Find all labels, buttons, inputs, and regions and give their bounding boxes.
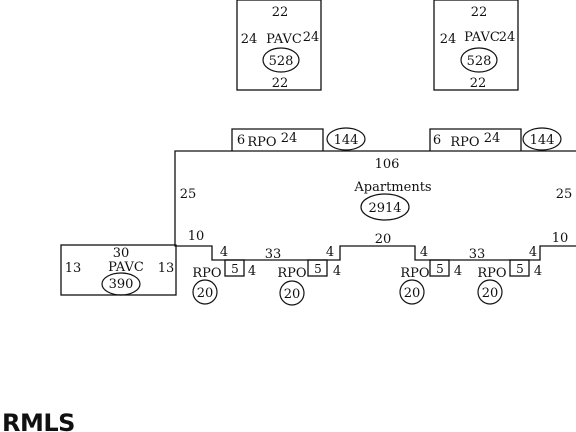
rpo-porch-left-side-dim: 6: [237, 133, 245, 148]
dim-10-left: 10: [188, 229, 205, 244]
rpo-stoop-2-area-circle: [279, 280, 305, 306]
rpo-stoop-3-label: RPO: [400, 266, 429, 281]
rpo-stoop-1-depth: 4: [248, 264, 256, 279]
pavc-left: 30 13 PAVC 13 390: [60, 244, 177, 296]
pavc-left-label: PAVC: [108, 260, 144, 275]
rpo-stoop-1-outline: [224, 259, 245, 277]
pavc-left-area: 390: [109, 277, 134, 292]
rpo-stoop-1-label: RPO: [192, 266, 221, 281]
rpo-stoop-3-depth: 4: [454, 264, 462, 279]
rpo-stoop-3-area-circle: [399, 279, 425, 305]
dim-33-b: 33: [469, 247, 486, 262]
rpo-porch-left-outline: [231, 128, 324, 151]
rpo-porch-right-label: RPO: [450, 135, 479, 150]
pavc-left-area-ellipse: [101, 272, 141, 296]
rpo-porch-left-area-ellipse: [326, 127, 366, 151]
rpo-stoop-3: 5 4 RPO 20: [399, 259, 462, 305]
rpo-stoop-1: 5 4 RPO 20: [192, 259, 256, 305]
pavc-top-left-bottom-dim: 22: [272, 76, 289, 91]
rpo-porch-left: 6 RPO 24 144: [231, 127, 366, 151]
rpo-stoop-1-area: 20: [197, 286, 214, 301]
rpo-stoop-3-outline: [429, 259, 450, 277]
pavc-top-left-left-dim: 24: [241, 32, 258, 47]
rpo-porch-right-outline: [429, 128, 522, 151]
pavc-top-right-bottom-dim: 22: [470, 76, 487, 91]
dim-10-right: 10: [552, 231, 569, 246]
pavc-top-right-right-dim: 24: [499, 30, 516, 45]
apartments-top-dim: 106: [375, 157, 400, 172]
rpo-stoop-2-area: 20: [284, 287, 301, 302]
apartments-label: Apartments: [353, 180, 431, 195]
pavc-top-left-area-ellipse: [262, 47, 300, 73]
pavc-top-left: 22 24 PAVC 24 528 22: [236, 0, 322, 91]
apartments-area: 2914: [368, 201, 401, 216]
apartments-outline: [174, 150, 576, 261]
pavc-left-right-dim: 13: [158, 261, 175, 276]
rpo-stoop-1-width: 5: [231, 262, 239, 276]
rpo-stoop-4-label: RPO: [477, 266, 506, 281]
rpo-porch-left-area: 144: [334, 133, 359, 148]
rpo-stoop-1-area-circle: [192, 279, 218, 305]
rpo-porch-left-top-dim: 24: [281, 131, 298, 146]
pavc-top-left-top-dim: 22: [272, 5, 289, 20]
rpo-stoop-2-depth: 4: [333, 264, 341, 279]
rpo-stoop-4-depth: 4: [534, 264, 542, 279]
dim-33-a: 33: [265, 247, 282, 262]
rpo-stoop-4-area: 20: [482, 286, 499, 301]
pavc-top-right-area: 528: [467, 54, 492, 69]
rpo-stoop-4-area-circle: [477, 279, 503, 305]
dim-4-d: 4: [529, 245, 537, 260]
rpo-stoop-2: 5 4 RPO 20: [277, 259, 341, 306]
rmls-logo: RMLS: [2, 409, 75, 432]
pavc-top-left-area: 528: [269, 54, 294, 69]
pavc-top-left-outline: [236, 0, 322, 91]
apartments-mid-dim: 20: [375, 232, 392, 247]
rpo-porch-right-side-dim: 6: [433, 133, 441, 148]
apartments-left-dim: 25: [180, 187, 197, 202]
rpo-stoop-2-outline: [307, 259, 328, 277]
rpo-stoop-3-width: 5: [436, 262, 444, 276]
apartments: 106 Apartments 2914 25 25 20: [174, 150, 576, 261]
rpo-porch-left-label: RPO: [247, 135, 276, 150]
rpo-porch-right-area-ellipse: [522, 127, 562, 151]
apartments-right-dim: 25: [556, 187, 573, 202]
pavc-top-right-outline: [433, 0, 519, 91]
pavc-top-right-top-dim: 22: [471, 5, 488, 20]
pavc-left-left-dim: 13: [65, 261, 82, 276]
rpo-porch-right-top-dim: 24: [484, 131, 501, 146]
dim-4-a: 4: [220, 245, 228, 260]
bottom-dimensions: 10 4 33 4 4 33 4 10: [188, 229, 569, 262]
rpo-porch-right-area: 144: [530, 133, 555, 148]
pavc-top-left-label: PAVC: [266, 32, 302, 47]
rpo-stoop-3-area: 20: [404, 286, 421, 301]
rpo-stoop-4-width: 5: [516, 262, 524, 276]
rpo-stoop-4: 5 4 RPO 20: [477, 259, 542, 305]
rpo-stoop-4-outline: [509, 259, 530, 277]
pavc-top-right-area-ellipse: [460, 47, 498, 73]
pavc-top-right-label: PAVC: [464, 30, 500, 45]
apartments-area-ellipse: [360, 193, 410, 221]
pavc-top-right: 22 24 PAVC 24 528 22: [433, 0, 519, 91]
pavc-left-top-dim: 30: [113, 246, 130, 261]
rpo-stoop-2-width: 5: [314, 262, 322, 276]
rpo-stoop-2-label: RPO: [277, 266, 306, 281]
pavc-top-right-left-dim: 24: [440, 32, 457, 47]
dim-4-c: 4: [420, 245, 428, 260]
dim-4-b: 4: [326, 245, 334, 260]
pavc-top-left-right-dim: 24: [303, 30, 320, 45]
rpo-porch-right: 6 RPO 24 144: [429, 127, 562, 151]
